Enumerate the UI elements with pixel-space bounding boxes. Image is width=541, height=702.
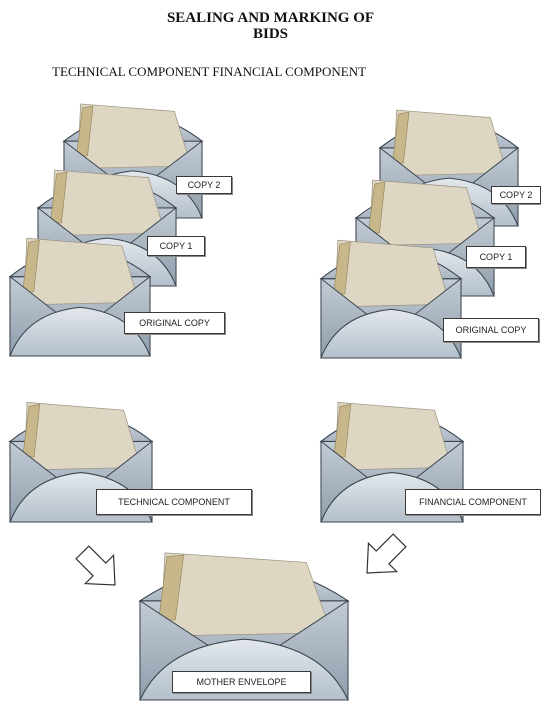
label-financial-component: FINANCIAL COMPONENT xyxy=(405,489,541,515)
arrow-right-icon xyxy=(353,526,414,587)
label-fin-copy-2: COPY 2 xyxy=(491,186,541,204)
label-tech-copy-1: COPY 1 xyxy=(147,236,205,256)
arrow-left-icon xyxy=(68,538,129,599)
label-fin-copy-1: COPY 1 xyxy=(466,246,526,268)
label-tech-copy-2: COPY 2 xyxy=(176,176,232,194)
label-tech-original-copy: ORIGINAL COPY xyxy=(124,312,225,334)
label-mother-envelope: MOTHER ENVELOPE xyxy=(172,671,311,693)
label-technical-component: TECHNICAL COMPONENT xyxy=(96,489,252,515)
label-fin-original-copy: ORIGINAL COPY xyxy=(443,318,539,342)
